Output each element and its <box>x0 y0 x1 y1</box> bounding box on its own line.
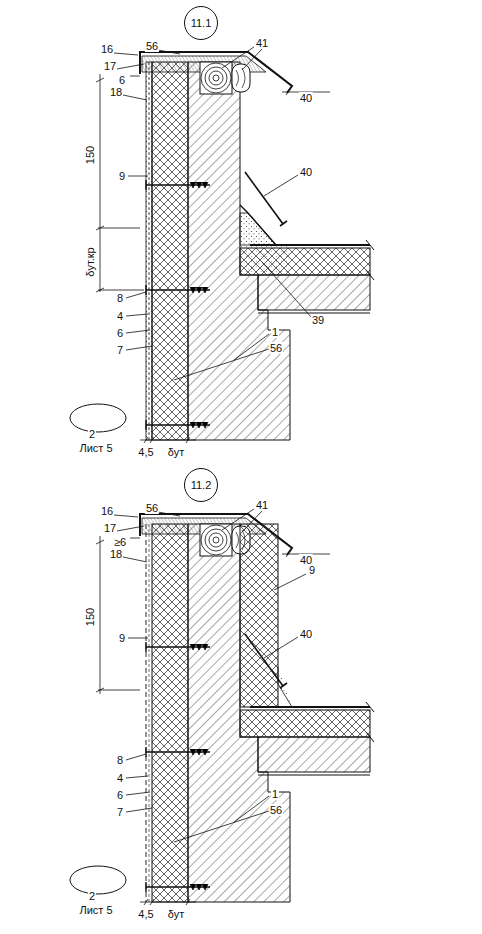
callout-number: 7 <box>116 806 124 818</box>
detail-number: 11.1 <box>191 17 212 29</box>
callout-number: 4 <box>116 310 124 322</box>
dimension-label: 4,5 <box>137 446 154 458</box>
dimension-label: δут <box>167 446 186 458</box>
dimension-label: Лист 5 <box>78 904 113 916</box>
dimension-label: 150 <box>84 145 96 165</box>
detail-number: 11.2 <box>191 479 212 491</box>
callout-number: 7 <box>116 344 124 356</box>
callout-number: 9 <box>118 632 126 644</box>
callout-number: 2 <box>88 890 96 902</box>
callout-number: 16 <box>100 505 114 517</box>
callout-number: 1 <box>271 326 279 338</box>
callout-number: 9 <box>308 564 316 576</box>
callout-number: 18 <box>109 548 123 560</box>
dimension-label: 4,5 <box>137 908 154 920</box>
detail-11-1 <box>70 47 374 443</box>
dimension-label: 150 <box>84 607 96 627</box>
callout-number: 41 <box>255 37 269 49</box>
callout-number: 1 <box>271 788 279 800</box>
detail-number-circle: 11.1 <box>184 6 218 40</box>
callout-number: 41 <box>255 499 269 511</box>
callout-number: 8 <box>116 754 124 766</box>
callout-number: 39 <box>311 314 325 326</box>
dimension-label: δут.кр <box>84 246 96 277</box>
callout-number: 2 <box>88 428 96 440</box>
callout-number: 8 <box>116 292 124 304</box>
callout-number: 56 <box>145 502 159 514</box>
detail-number-circle: 11.2 <box>184 468 218 502</box>
callout-number: 9 <box>118 170 126 182</box>
callout-number: 40 <box>299 92 313 104</box>
detail-11-2 <box>70 509 374 905</box>
callout-number: 6 <box>116 327 124 339</box>
callout-number: 16 <box>100 43 114 55</box>
callout-number: 18 <box>109 86 123 98</box>
callout-number: 56 <box>269 804 283 816</box>
dimension-label: ≥6 <box>113 536 127 548</box>
callout-number: 17 <box>103 60 117 72</box>
callout-number: 56 <box>145 40 159 52</box>
callout-number: 56 <box>269 342 283 354</box>
callout-number: 40 <box>299 628 313 640</box>
dimension-label: δут <box>167 908 186 920</box>
callout-number: 4 <box>116 772 124 784</box>
callout-number: 6 <box>118 74 126 86</box>
dimension-label: Лист 5 <box>78 442 113 454</box>
callout-number: 40 <box>299 166 313 178</box>
callout-number: 6 <box>116 789 124 801</box>
callout-number: 17 <box>103 522 117 534</box>
